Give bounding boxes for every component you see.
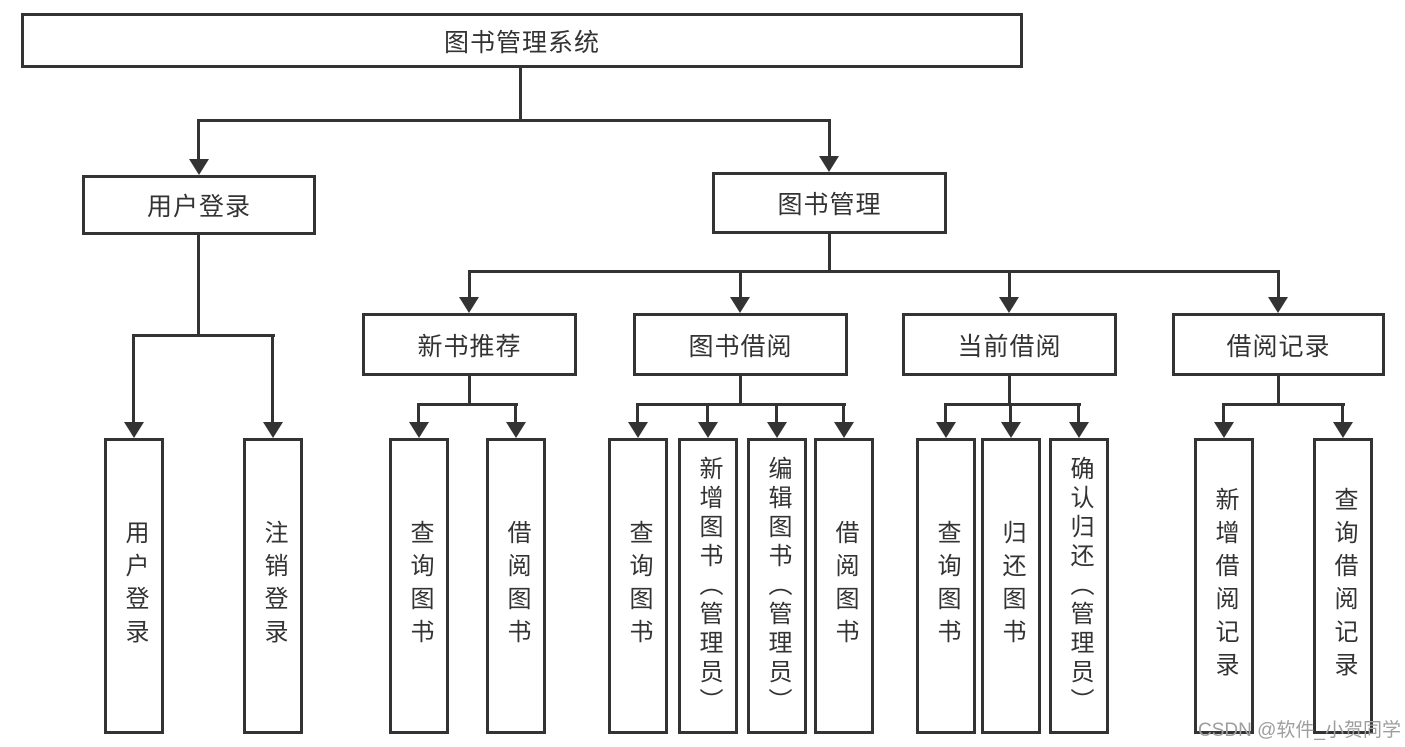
connector-line <box>271 334 274 422</box>
connector-line <box>1341 403 1344 422</box>
leaf-label: 用户登录 <box>121 520 148 652</box>
node-label: 当前借阅 <box>957 332 1062 361</box>
leaf-label: 借阅图书 <box>503 520 530 652</box>
node-label: 图书管理 <box>777 191 882 219</box>
arrow-down-icon <box>1001 422 1021 438</box>
connector-line <box>828 119 831 156</box>
arrow-down-icon <box>730 297 750 313</box>
connector-line <box>132 334 275 337</box>
connector-line <box>944 403 1081 406</box>
node-current-borrow: 当前借阅 <box>902 313 1117 376</box>
leaf-borrow-books: 借阅图书 <box>814 438 874 734</box>
connector-line <box>514 403 517 422</box>
leaf-user-login: 用户登录 <box>104 438 164 734</box>
leaf-return-books: 归还图书 <box>981 438 1041 734</box>
node-label: 新书推荐 <box>417 332 522 361</box>
connector-line <box>519 68 522 121</box>
leaf-label: 新增图书（管理员） <box>695 455 722 717</box>
leaf-label: 查询借阅记录 <box>1330 487 1357 685</box>
arrow-down-icon <box>506 422 526 438</box>
node-book-borrow: 图书借阅 <box>633 313 848 376</box>
connector-line <box>417 403 518 406</box>
leaf-logout: 注销登录 <box>243 438 303 734</box>
leaf-query-books: 查询图书 <box>608 438 668 734</box>
node-label: 图书借阅 <box>688 332 793 361</box>
node-user-login: 用户登录 <box>82 175 316 235</box>
leaf-label: 归还图书 <box>998 520 1025 652</box>
node-new-book-recommend: 新书推荐 <box>362 313 577 376</box>
arrow-down-icon <box>999 297 1019 313</box>
leaf-edit-book-admin: 编辑图书（管理员） <box>747 438 807 734</box>
arrow-down-icon <box>819 156 839 172</box>
leaf-query-books: 查询图书 <box>916 438 976 734</box>
node-label: 图书管理系统 <box>443 28 600 57</box>
connector-line <box>1008 270 1011 297</box>
arrow-down-icon <box>1333 422 1353 438</box>
node-book-management: 图书管理 <box>712 172 947 234</box>
connector-line <box>1008 376 1011 406</box>
connector-line <box>636 403 846 406</box>
node-library-management-system: 图书管理系统 <box>21 13 1023 68</box>
leaf-label: 查询图书 <box>625 520 652 652</box>
watermark: CSDN @软件_小贺同学 <box>1198 720 1401 741</box>
leaf-label: 编辑图书（管理员） <box>764 455 791 717</box>
connector-line <box>197 119 831 122</box>
leaf-label: 查询图书 <box>933 520 960 652</box>
arrow-down-icon <box>834 422 854 438</box>
connector-line <box>636 403 639 422</box>
arrow-down-icon <box>698 422 718 438</box>
leaf-query-borrow-record: 查询借阅记录 <box>1313 438 1373 734</box>
connector-line <box>197 235 200 336</box>
leaf-query-books: 查询图书 <box>389 438 449 734</box>
connector-line <box>1009 403 1012 422</box>
connector-line <box>1222 403 1345 406</box>
arrow-down-icon <box>189 159 209 175</box>
arrow-down-icon <box>124 422 144 438</box>
arrow-down-icon <box>1069 422 1089 438</box>
connector-line <box>468 270 471 297</box>
connector-line <box>739 270 742 297</box>
arrow-down-icon <box>1214 422 1234 438</box>
leaf-add-book-admin: 新增图书（管理员） <box>678 438 738 734</box>
connector-line <box>842 403 845 422</box>
arrow-down-icon <box>459 297 479 313</box>
connector-line <box>706 403 709 422</box>
node-label: 用户登录 <box>146 193 251 221</box>
node-borrow-records: 借阅记录 <box>1172 313 1385 376</box>
leaf-label: 新增借阅记录 <box>1211 487 1238 685</box>
leaf-borrow-books: 借阅图书 <box>486 438 546 734</box>
connector-line <box>944 403 947 422</box>
arrow-down-icon <box>936 422 956 438</box>
connector-line <box>775 403 778 422</box>
leaf-confirm-return-admin: 确认归还（管理员） <box>1049 438 1109 734</box>
connector-line <box>417 403 420 422</box>
arrow-down-icon <box>409 422 429 438</box>
leaf-label: 注销登录 <box>260 520 287 652</box>
connector-line <box>468 376 471 406</box>
connector-line <box>1277 270 1280 297</box>
node-label: 借阅记录 <box>1226 332 1331 361</box>
arrow-down-icon <box>263 422 283 438</box>
connector-line <box>739 376 742 406</box>
arrow-down-icon <box>1268 297 1288 313</box>
leaf-label: 确认归还（管理员） <box>1066 455 1093 717</box>
arrow-down-icon <box>767 422 787 438</box>
connector-line <box>132 334 135 422</box>
connector-line <box>468 270 1280 273</box>
connector-line <box>1077 403 1080 422</box>
leaf-label: 借阅图书 <box>831 520 858 652</box>
arrow-down-icon <box>628 422 648 438</box>
leaf-add-borrow-record: 新增借阅记录 <box>1194 438 1254 734</box>
connector-line <box>197 119 200 159</box>
connector-line <box>1277 376 1280 406</box>
connector-line <box>1222 403 1225 422</box>
leaf-label: 查询图书 <box>406 520 433 652</box>
connector-line <box>828 234 831 272</box>
